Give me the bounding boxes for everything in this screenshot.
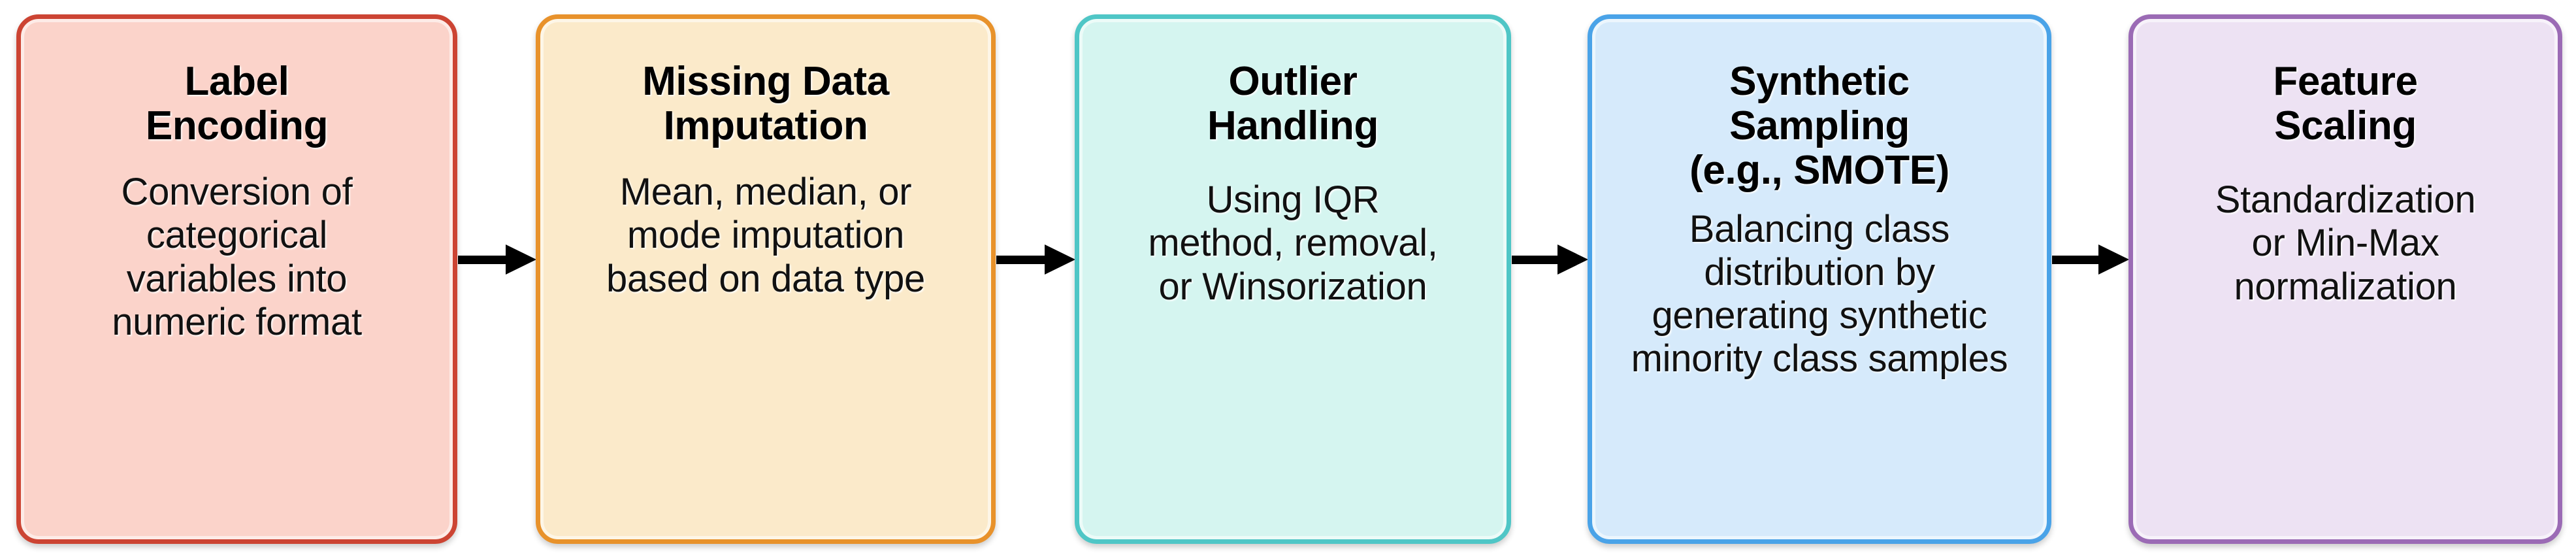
flow-step-outlier-handling[interactable]: Outlier Handling Using IQR method, remov…	[1075, 14, 1511, 544]
arrow-head-icon	[1045, 244, 1075, 275]
flow-step-title: Label Encoding	[145, 59, 329, 149]
arrow-head-icon	[1557, 244, 1588, 275]
flow-step-feature-scaling[interactable]: Feature Scaling Standardization or Min-M…	[2128, 14, 2562, 544]
arrow-head-icon	[2098, 244, 2129, 275]
flow-step-label-encoding[interactable]: Label Encoding Conversion of categorical…	[16, 14, 457, 544]
arrow-shaft	[996, 256, 1045, 264]
arrow-head-icon	[506, 244, 536, 275]
arrow-connector-4	[2052, 244, 2129, 275]
arrow-connector-1	[458, 244, 536, 275]
flow-step-synthetic-sampling[interactable]: Synthetic Sampling (e.g., SMOTE) Balanci…	[1588, 14, 2051, 544]
flow-step-description: Using IQR method, removal, or Winsorizat…	[1148, 178, 1438, 308]
arrow-connector-3	[1512, 244, 1588, 275]
flow-step-title: Synthetic Sampling (e.g., SMOTE)	[1689, 59, 1949, 193]
flow-step-description: Conversion of categorical variables into…	[112, 171, 362, 343]
arrow-shaft	[458, 256, 506, 264]
arrow-shaft	[2052, 256, 2099, 264]
flow-step-title: Missing Data Imputation	[642, 59, 889, 149]
flow-step-description: Standardization or Min-Max normalization	[2215, 178, 2476, 308]
flow-step-description: Balancing class distribution by generati…	[1631, 207, 2008, 380]
flow-step-missing-data-imputation[interactable]: Missing Data Imputation Mean, median, or…	[536, 14, 996, 544]
flow-step-title: Feature Scaling	[2273, 59, 2418, 149]
flow-step-description: Mean, median, or mode imputation based o…	[606, 171, 925, 300]
arrow-connector-2	[996, 244, 1075, 275]
flow-step-title: Outlier Handling	[1207, 59, 1378, 149]
arrow-shaft	[1512, 256, 1558, 264]
